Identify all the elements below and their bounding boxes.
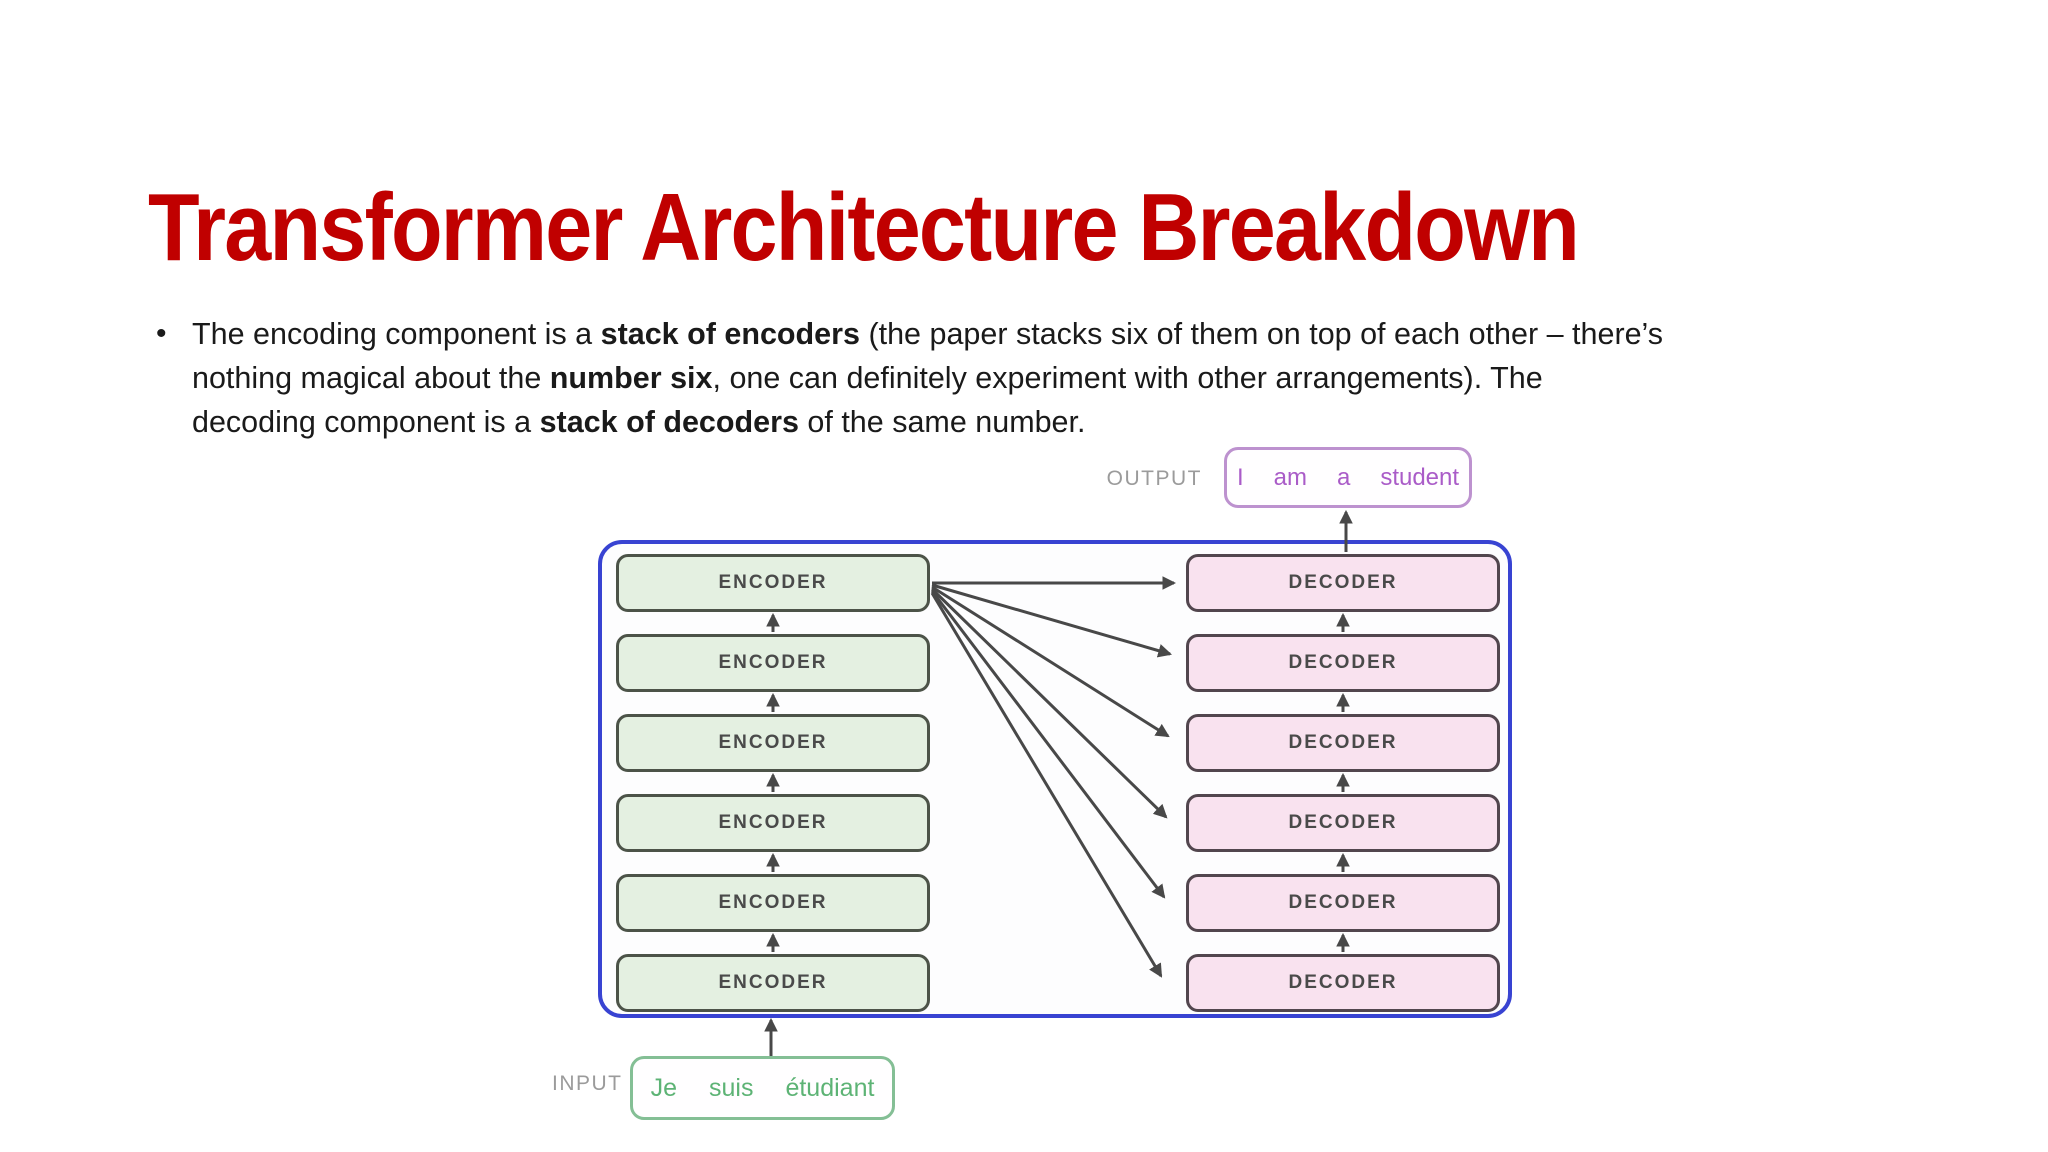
input-token: étudiant xyxy=(785,1073,875,1102)
encoder-box: ENCODER xyxy=(616,554,930,612)
input-token: Je xyxy=(650,1073,677,1102)
encoder-label: ENCODER xyxy=(718,972,828,993)
decoder-label: DECODER xyxy=(1288,892,1398,913)
output-token: a xyxy=(1336,463,1351,491)
bullet-line: The encoding component is a stack of enc… xyxy=(192,312,1663,356)
encoder-label: ENCODER xyxy=(718,812,828,833)
output-token: I xyxy=(1236,463,1244,491)
output-label: OUTPUT xyxy=(1106,467,1202,490)
encoder-box: ENCODER xyxy=(616,634,930,692)
text-run-bold: stack of decoders xyxy=(539,405,799,439)
input-label: INPUT xyxy=(552,1072,623,1095)
bullet-text: The encoding component is a stack of enc… xyxy=(192,312,1663,444)
encoder-label: ENCODER xyxy=(718,572,828,593)
decoder-label: DECODER xyxy=(1288,652,1398,673)
bullet-marker: • xyxy=(156,317,167,350)
text-run: decoding component is a xyxy=(192,405,540,439)
output-box: I am a student xyxy=(1224,447,1472,508)
text-run: (the paper stacks six of them on top of … xyxy=(859,317,1664,351)
encoder-box: ENCODER xyxy=(616,714,930,772)
decoder-label: DECODER xyxy=(1288,812,1398,833)
decoder-box: DECODER xyxy=(1186,874,1500,932)
decoder-label: DECODER xyxy=(1288,572,1398,593)
bullet-line: decoding component is a stack of decoder… xyxy=(192,400,1663,444)
encoder-label: ENCODER xyxy=(718,652,828,673)
text-run: , one can definitely experiment with oth… xyxy=(712,361,1543,395)
encoder-label: ENCODER xyxy=(718,892,828,913)
slide-title: Transformer Architecture Breakdown xyxy=(148,174,1580,282)
input-token: suis xyxy=(708,1073,754,1102)
text-run-bold: stack of encoders xyxy=(600,317,860,351)
text-run: The encoding component is a xyxy=(192,317,601,351)
decoder-box: DECODER xyxy=(1186,794,1500,852)
decoder-box: DECODER xyxy=(1186,634,1500,692)
decoder-label: DECODER xyxy=(1288,972,1398,993)
bullet-line: nothing magical about the number six, on… xyxy=(192,356,1663,400)
text-run: nothing magical about the xyxy=(192,361,550,395)
encoder-box: ENCODER xyxy=(616,794,930,852)
output-token: student xyxy=(1380,463,1460,491)
output-token: am xyxy=(1273,463,1307,491)
decoder-box: DECODER xyxy=(1186,714,1500,772)
input-box: Je suis étudiant xyxy=(630,1056,895,1120)
text-run: of the same number. xyxy=(798,405,1086,439)
encoder-label: ENCODER xyxy=(718,732,828,753)
decoder-box: DECODER xyxy=(1186,954,1500,1012)
text-run-bold: number six xyxy=(549,361,713,395)
decoder-box: DECODER xyxy=(1186,554,1500,612)
encoder-box: ENCODER xyxy=(616,954,930,1012)
encoder-box: ENCODER xyxy=(616,874,930,932)
decoder-label: DECODER xyxy=(1288,732,1398,753)
